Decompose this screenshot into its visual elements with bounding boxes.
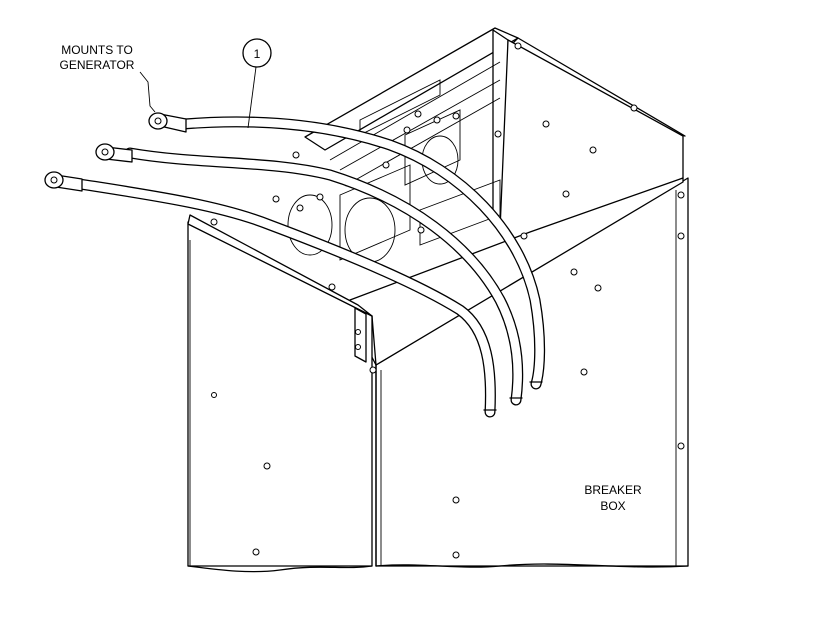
ring-lug-middle xyxy=(95,143,133,163)
breaker-label-line1: BREAKER xyxy=(584,483,642,497)
breaker-box xyxy=(187,27,689,573)
cable-bottom xyxy=(74,178,496,418)
callout-number: 1 xyxy=(254,47,261,61)
breaker-label-line2: BOX xyxy=(600,499,625,513)
ring-lug-bottom xyxy=(44,171,83,192)
callout-leader-line xyxy=(247,66,257,129)
mounts-leader-line xyxy=(139,71,156,113)
mounts-label-line2: GENERATOR xyxy=(60,58,135,72)
cable-middle xyxy=(124,147,524,406)
ring-lug-top xyxy=(148,112,187,133)
cable-top xyxy=(178,116,546,390)
mounts-label-line1: MOUNTS TO xyxy=(61,43,133,57)
callout-balloon: 1 xyxy=(242,38,272,129)
